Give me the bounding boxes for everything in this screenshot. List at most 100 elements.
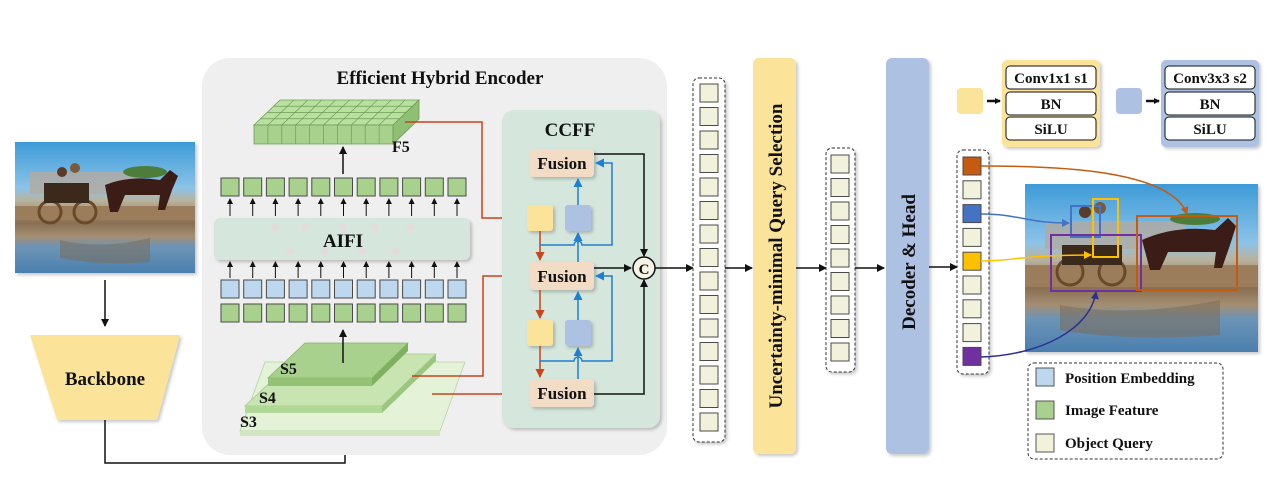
blue-swatch bbox=[1116, 88, 1142, 114]
fusion-top: Fusion bbox=[530, 149, 594, 177]
legend-item-image-feature: Image Feature bbox=[1035, 400, 1159, 420]
selected-query bbox=[830, 154, 850, 174]
feature-token bbox=[447, 303, 467, 323]
selected-queries bbox=[825, 147, 856, 373]
legend-label: Position Embedding bbox=[1065, 371, 1195, 387]
aifi-label: AIFI bbox=[323, 231, 363, 252]
feature-token bbox=[220, 303, 240, 323]
conv1x1-block-upper bbox=[527, 205, 553, 231]
feature-token bbox=[243, 303, 263, 323]
feature-token bbox=[311, 177, 331, 197]
selected-query bbox=[830, 342, 850, 362]
legend-label: Image Feature bbox=[1065, 403, 1159, 419]
object-query bbox=[699, 271, 719, 291]
detection-box-person-2 bbox=[1092, 198, 1119, 258]
object-query bbox=[699, 365, 719, 385]
feature-token bbox=[402, 303, 422, 323]
block-layer-label: BN bbox=[1200, 97, 1221, 113]
selected-query bbox=[830, 225, 850, 244]
block-layer-label: SiLU bbox=[1034, 122, 1068, 138]
arrow-fusion-bottom-to-concat bbox=[594, 279, 648, 395]
feature-token bbox=[379, 177, 399, 197]
object-query bbox=[699, 295, 719, 314]
feature-token bbox=[243, 177, 263, 197]
block-layer-label: Conv1x1 s1 bbox=[1014, 71, 1088, 87]
output-query bbox=[962, 346, 982, 366]
selected-query bbox=[830, 272, 850, 291]
feature-token bbox=[288, 303, 308, 323]
feature-token bbox=[379, 303, 399, 323]
detection-box-person-1 bbox=[1070, 205, 1101, 238]
legend: Position Embedding Image Feature Object … bbox=[1027, 362, 1224, 460]
arrow-skip-lower bbox=[540, 271, 613, 362]
s3-label: S3 bbox=[240, 414, 257, 431]
object-query bbox=[699, 154, 719, 173]
legend-swatch bbox=[1035, 433, 1055, 453]
output-query bbox=[962, 156, 982, 176]
position-token bbox=[447, 279, 467, 299]
object-query bbox=[699, 248, 719, 267]
link-query-person-1 bbox=[980, 213, 1070, 227]
feature-token bbox=[447, 177, 467, 197]
object-query bbox=[699, 107, 719, 126]
position-token bbox=[288, 279, 308, 299]
s4-label: S4 bbox=[259, 390, 276, 407]
conv3x3-block-lower bbox=[565, 320, 591, 346]
selected-query bbox=[830, 295, 850, 315]
aifi-output-arrows bbox=[227, 198, 460, 216]
position-token bbox=[334, 279, 353, 299]
output-query bbox=[962, 299, 982, 319]
multi-scale-features bbox=[239, 342, 466, 436]
position-token bbox=[379, 279, 399, 299]
output-query bbox=[962, 227, 982, 247]
link-query-person-2 bbox=[980, 251, 1092, 262]
aifi-input-arrows bbox=[227, 261, 460, 278]
selected-query bbox=[830, 248, 850, 268]
position-token bbox=[220, 279, 240, 299]
position-embedding-row bbox=[220, 279, 467, 299]
concat-symbol: C bbox=[639, 262, 650, 278]
block-layer-label: Conv3x3 s2 bbox=[1173, 71, 1247, 87]
detection-box-horse bbox=[1136, 215, 1238, 291]
s5-label: S5 bbox=[280, 361, 297, 378]
yellow-swatch bbox=[957, 88, 983, 114]
query-selection-label: Uncertainty-minimal Query Selection bbox=[766, 103, 787, 408]
ccff-module: CCFF Fusion Fusion Fusion bbox=[502, 110, 660, 428]
feature-token bbox=[220, 177, 240, 197]
legend-label: Object Query bbox=[1065, 436, 1153, 452]
fusion-bottom: Fusion bbox=[530, 379, 594, 407]
position-token bbox=[402, 279, 422, 299]
s5-layer bbox=[266, 342, 409, 386]
block-layer-label: BN bbox=[1041, 97, 1062, 113]
position-token bbox=[311, 279, 331, 299]
output-query bbox=[962, 251, 982, 271]
position-token bbox=[424, 279, 444, 299]
f5-label: F5 bbox=[392, 139, 410, 156]
object-query bbox=[699, 224, 719, 244]
input-image bbox=[15, 142, 195, 273]
f5-feature-map bbox=[253, 99, 420, 145]
fusion-label: Fusion bbox=[537, 384, 587, 403]
output-query bbox=[962, 204, 982, 224]
decoder-head-block: Decoder & Head bbox=[886, 58, 929, 454]
arrow-fusion-top-to-concat bbox=[594, 153, 648, 257]
selected-query bbox=[830, 319, 850, 338]
feature-token bbox=[402, 177, 422, 197]
feature-token bbox=[288, 177, 308, 197]
fusion-middle: Fusion bbox=[530, 262, 594, 290]
conv3x3-legend: Conv3x3 s2 BN SiLU bbox=[1116, 60, 1259, 147]
object-query bbox=[699, 342, 719, 361]
feature-token bbox=[334, 177, 353, 197]
output-query bbox=[962, 275, 982, 295]
object-query bbox=[699, 412, 719, 432]
object-query bbox=[699, 318, 719, 338]
decoder-label: Decoder & Head bbox=[899, 194, 920, 330]
encoder-output-queries bbox=[692, 77, 726, 443]
query-selection-block: Uncertainty-minimal Query Selection bbox=[753, 58, 796, 454]
position-token bbox=[243, 279, 263, 299]
image-feature-row bbox=[220, 303, 467, 323]
fusion-label: Fusion bbox=[537, 267, 587, 286]
object-query bbox=[699, 389, 719, 408]
ccff-title: CCFF bbox=[545, 120, 596, 141]
